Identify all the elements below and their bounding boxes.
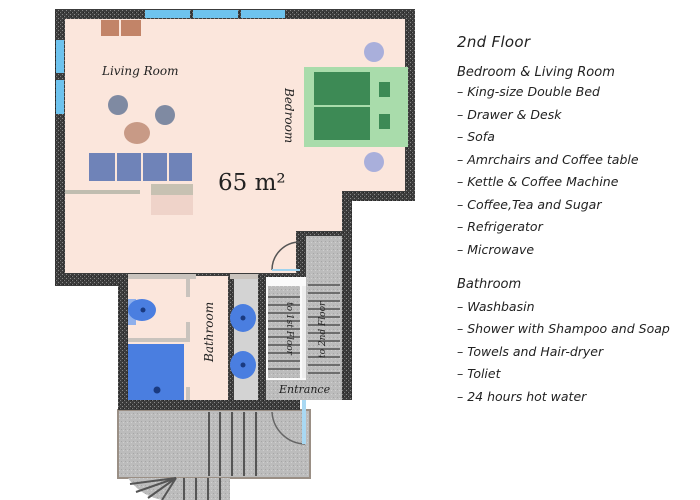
legend-section-bathroom: Bathroom – Washbasin – Shower with Shamp…	[457, 277, 670, 408]
living-room-label: Living Room	[102, 64, 179, 78]
list-item: – Refrigerator	[457, 219, 543, 234]
washbasin	[230, 304, 256, 379]
stairs-up-label: to 2nd Floor	[318, 301, 328, 358]
bedroom-label: Bedroom	[282, 88, 296, 144]
legend-section-bedroom-living: Bedroom & Living Room – King-size Double…	[457, 65, 670, 261]
amenities-legend: 2nd Floor Bedroom & Living Room – King-s…	[457, 33, 670, 424]
area-label: 65 m²	[218, 170, 286, 196]
list-item: – King-size Double Bed	[457, 84, 600, 99]
list-item: – Towels and Hair-dryer	[457, 343, 604, 359]
shelf	[65, 190, 140, 194]
list-item: – Coffee,Tea and Sugar	[457, 196, 602, 212]
list-item: – Shower with Shampoo and Soap	[457, 321, 670, 336]
desk	[151, 184, 193, 195]
list-item: – Sofa	[457, 129, 495, 144]
list-item: – Washbasin	[457, 298, 535, 314]
entrance-label: Entrance	[279, 383, 331, 396]
list-item: – Kettle & Coffee Machine	[457, 174, 619, 189]
sofa	[89, 153, 192, 181]
bathroom-partitions	[128, 274, 262, 400]
entrance-landing	[266, 380, 342, 400]
kitchenette	[101, 20, 141, 36]
drawer	[151, 195, 193, 215]
armchair	[108, 95, 128, 115]
stairwell	[266, 232, 342, 400]
outdoor-stairs	[117, 400, 311, 500]
list-item: – Drawer & Desk	[457, 106, 562, 122]
list-item: – Toliet	[457, 366, 501, 381]
washbasin-counter	[234, 279, 258, 400]
list-item: – Microwave	[457, 241, 535, 257]
windows	[56, 10, 285, 114]
stairs-down-label: to 1st Floor	[284, 302, 294, 355]
shower	[128, 344, 184, 400]
nightstand-lamp	[364, 42, 384, 62]
section-title: Bathroom	[457, 277, 522, 292]
stair-door[interactable]	[271, 241, 301, 271]
bathroom-label: Bathroom	[202, 301, 216, 362]
list-item: – 24 hours hot water	[457, 388, 587, 404]
armchair	[155, 105, 175, 125]
floor-plan	[55, 9, 415, 500]
toilet	[128, 299, 156, 325]
section-title: Bedroom & Living Room	[457, 65, 615, 80]
king-size-bed[interactable]	[304, 67, 408, 147]
floor-title: 2nd Floor	[457, 33, 531, 51]
list-item: – Amrchairs and Coffee table	[457, 151, 639, 167]
nightstand-lamp	[364, 152, 384, 172]
stair-treads	[268, 284, 340, 374]
coffee-table	[124, 122, 150, 144]
